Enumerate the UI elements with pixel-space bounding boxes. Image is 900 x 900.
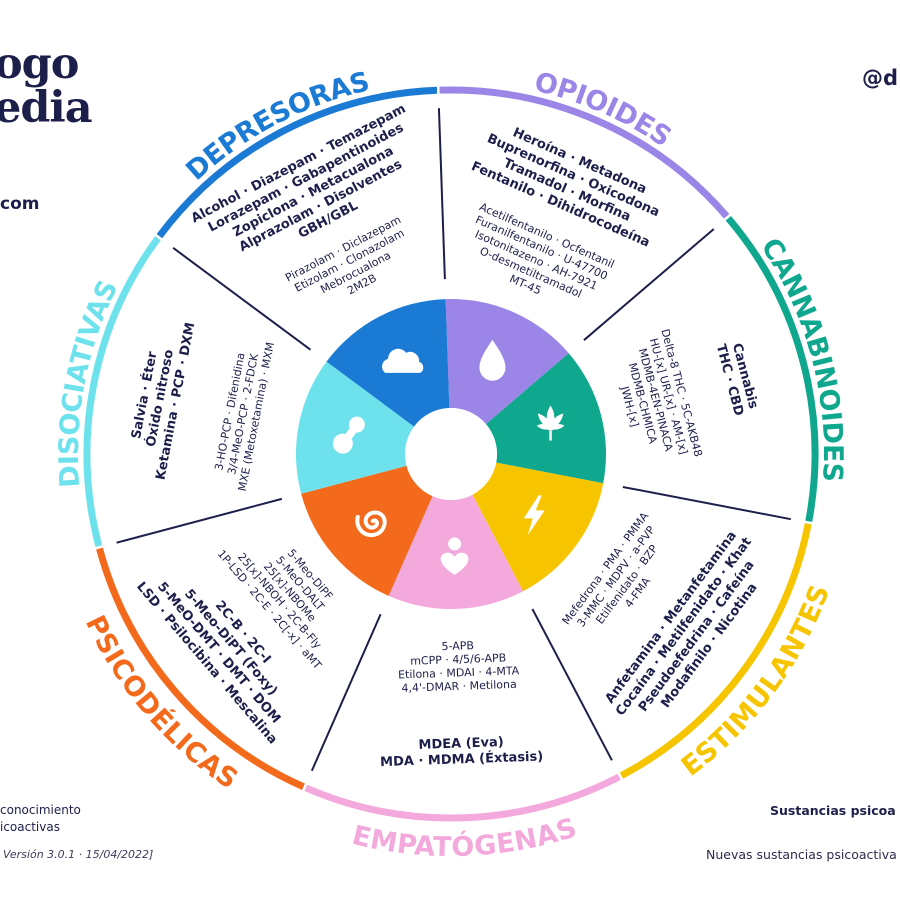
spiral-icon xyxy=(355,510,387,537)
pie-wedge-opioides[interactable] xyxy=(445,299,569,425)
pie-wedge-empatogenas[interactable] xyxy=(388,494,524,609)
legend-sustancias: Sustancias psicoa xyxy=(770,803,896,818)
main-substances-disociativas: Salvia · ÉterÓxido nitrosoKetamina · PCP… xyxy=(121,315,198,481)
ring-arc-cannabinoides xyxy=(725,215,819,522)
nps-substances-empatogenas-line: mCPP · 4/5/6-APB xyxy=(410,651,506,667)
website-link[interactable]: com xyxy=(0,194,40,214)
logo-line-2: edia xyxy=(0,83,93,133)
nps-substances-empatogenas-line: Etilona · MDAI · 4-MTA xyxy=(398,664,520,681)
social-handle[interactable]: @d xyxy=(862,66,899,90)
version-label: Versión 3.0.1 · 15/04/2022] xyxy=(3,848,154,861)
category-icons xyxy=(332,339,565,575)
divider-disociativas xyxy=(116,497,283,544)
mission-text: conocimiento icoactivas xyxy=(0,802,81,836)
section-dividers xyxy=(116,108,791,772)
nps-substances-estimulantes-line: 3-MMC · MDPV · a-PVP xyxy=(575,523,658,629)
center-hole xyxy=(405,408,497,500)
cannabis-leaf-icon xyxy=(536,405,565,441)
nps-substances-cannabinoides: Delta-8 THC · 5C-AKB48HU-[x] UR-[x] · AM… xyxy=(606,328,704,472)
pie-wedge-estimulantes[interactable] xyxy=(472,462,604,592)
cloud-icon xyxy=(382,348,424,373)
nps-substances-empatogenas: 5-APBmCPP · 4/5/6-APBEtilona · MDAI · 4-… xyxy=(397,637,520,694)
divider-depresoras xyxy=(172,247,312,351)
main-substances-empatogenas: MDEA (Eva)MDA · MDMA (Éxtasis) xyxy=(379,734,543,771)
divider-psicodelicas xyxy=(310,613,382,772)
mission-line-2: icoactivas xyxy=(0,820,60,834)
legend-nps: Nuevas sustancias psicoactiva xyxy=(706,847,897,862)
person-heart-icon xyxy=(440,537,469,575)
ring-arc-empatogenas xyxy=(304,773,621,822)
brand-logo: ogo edia xyxy=(0,39,93,133)
ketamine-molecule-icon xyxy=(332,416,365,454)
ring-arc-disociativas xyxy=(83,236,161,547)
outer-ring xyxy=(83,86,819,822)
ring-arc-depresoras xyxy=(156,86,438,239)
main-substances-empatogenas-line: MDEA (Eva) xyxy=(418,735,504,753)
lightning-icon xyxy=(523,495,545,536)
nps-substances-disociativas: 3-HO-PCP · Difenidina3/4-MeO-PCP · 2-FDC… xyxy=(209,336,277,492)
divider-cannabinoides xyxy=(583,228,715,341)
divider-opioides xyxy=(437,108,446,280)
divider-estimulantes xyxy=(622,485,791,521)
category-title-opioides: OPIOIDES xyxy=(531,66,677,153)
ring-arc-estimulantes xyxy=(619,523,812,779)
logo-line-1: ogo xyxy=(0,39,79,89)
main-substances-cannabinoides: CannabisTHC · CBD xyxy=(713,339,762,418)
divider-empatogenas xyxy=(531,608,613,761)
ring-arc-opioides xyxy=(439,86,730,219)
nps-substances-empatogenas-line: 4,4'-DMAR · Metilona xyxy=(401,678,517,695)
mission-line-1: conocimiento xyxy=(0,803,81,817)
main-substances-empatogenas-line: MDA · MDMA (Éxtasis) xyxy=(380,748,544,770)
ring-arc-psicodelicas xyxy=(96,547,305,790)
pie-wedge-psicodelicas[interactable] xyxy=(301,465,433,596)
drop-icon xyxy=(479,339,506,381)
nps-substances-empatogenas-line: 5-APB xyxy=(441,639,474,653)
